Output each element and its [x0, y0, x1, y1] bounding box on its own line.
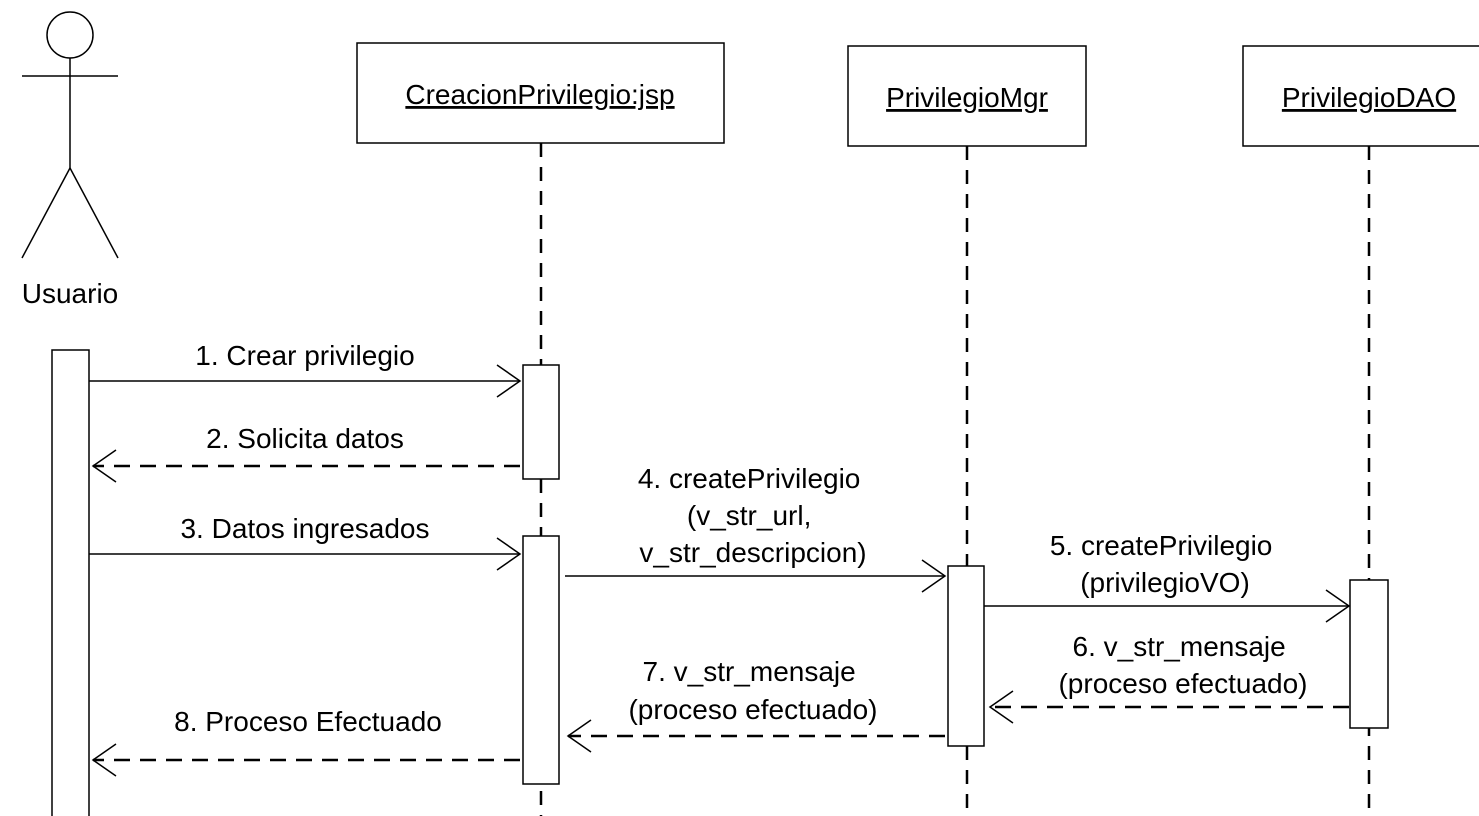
- message-1-label: 1. Crear privilegio: [195, 340, 414, 371]
- message-8: 8. Proceso Efectuado: [91, 706, 520, 777]
- message-3-line-1: 3. Datos ingresados: [180, 513, 429, 544]
- participant-label-dao: PrivilegioDAO: [1282, 82, 1456, 113]
- message-5-line-1: 5. createPrivilegio: [1050, 530, 1273, 561]
- actor-left-leg: [21, 167, 71, 259]
- message-4-line-2: (v_str_url,: [687, 500, 811, 531]
- actor-head: [46, 11, 94, 59]
- participant-dao: PrivilegioDAO: [1242, 45, 1479, 816]
- message-8-line-1: 8. Proceso Efectuado: [174, 706, 442, 737]
- activation-jsp-1: [522, 364, 560, 480]
- participant-box-dao: [1242, 45, 1479, 147]
- message-4: 4. createPrivilegio (v_str_url, v_str_de…: [565, 463, 947, 593]
- message-5-arrowhead: [1325, 589, 1351, 623]
- actor-usuario: Usuario: [21, 11, 119, 309]
- message-7-arrowhead: [566, 719, 592, 753]
- actor-activation: [51, 349, 90, 816]
- message-4-arrowhead: [921, 559, 947, 593]
- activation-mgr: [947, 565, 985, 747]
- message-8-label: 8. Proceso Efectuado: [174, 706, 442, 737]
- message-5-label: 5. createPrivilegio (privilegioVO): [1050, 530, 1280, 598]
- message-6-line-2: (proceso efectuado): [1058, 668, 1307, 699]
- actor-right-leg: [69, 167, 119, 259]
- message-3-label: 3. Datos ingresados: [180, 513, 429, 544]
- message-7-line-2: (proceso efectuado): [628, 694, 877, 725]
- message-2-label: 2. Solicita datos: [206, 423, 404, 454]
- message-7-label: 7. v_str_mensaje (proceso efectuado): [628, 656, 877, 725]
- message-2-line-1: 2. Solicita datos: [206, 423, 404, 454]
- participant-label-mgr: PrivilegioMgr: [886, 82, 1048, 113]
- message-6-line-1: 6. v_str_mensaje: [1073, 631, 1286, 662]
- message-6-arrowhead: [988, 690, 1014, 724]
- participant-box-mgr: [847, 45, 1087, 147]
- participant-label-jsp: CreacionPrivilegio:jsp: [405, 79, 674, 110]
- message-2-arrowhead: [91, 449, 117, 483]
- message-2: 2. Solicita datos: [91, 423, 520, 483]
- message-6-label: 6. v_str_mensaje (proceso efectuado): [1058, 631, 1307, 699]
- message-6: 6. v_str_mensaje (proceso efectuado): [988, 631, 1349, 724]
- message-5: 5. createPrivilegio (privilegioVO): [984, 530, 1351, 623]
- message-1: 1. Crear privilegio: [89, 340, 522, 398]
- message-5-line-2: (privilegioVO): [1080, 567, 1250, 598]
- message-7: 7. v_str_mensaje (proceso efectuado): [566, 656, 945, 753]
- message-1-line-1: 1. Crear privilegio: [195, 340, 414, 371]
- message-7-line-1: 7. v_str_mensaje: [643, 656, 856, 687]
- activation-dao: [1349, 579, 1389, 729]
- actor-label: Usuario: [22, 278, 118, 309]
- message-8-arrowhead: [91, 743, 117, 777]
- message-3-arrowhead: [496, 537, 522, 571]
- message-3: 3. Datos ingresados: [89, 513, 522, 571]
- message-1-arrowhead: [496, 364, 522, 398]
- message-4-line-3: v_str_descripcion): [639, 537, 866, 568]
- message-4-label: 4. createPrivilegio (v_str_url, v_str_de…: [638, 463, 868, 568]
- participant-box-jsp: [356, 42, 725, 144]
- activation-jsp-2: [522, 535, 560, 785]
- message-4-line-1: 4. createPrivilegio: [638, 463, 861, 494]
